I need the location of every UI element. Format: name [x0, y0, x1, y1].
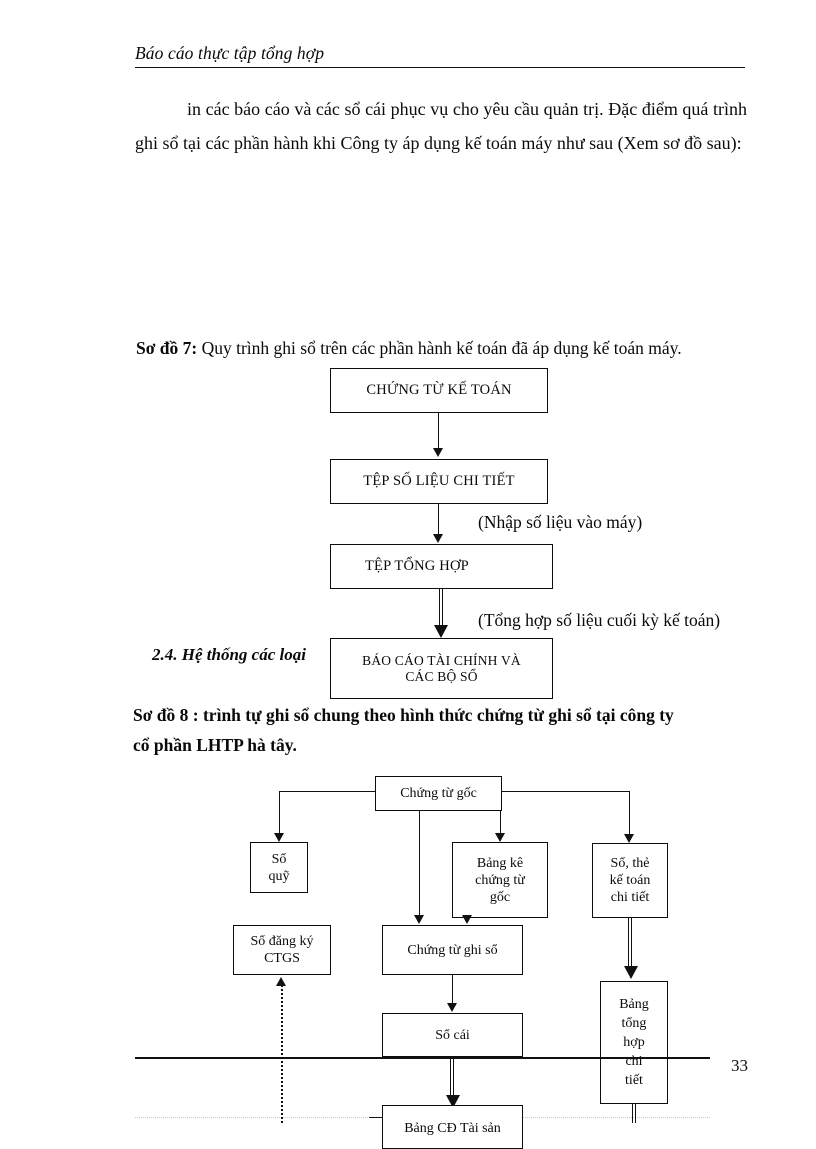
box-bao-cao-tai-chinh-line2: CÁC BỘ SỔ [405, 668, 478, 684]
box-tep-so-lieu-chi-tiet-label: TỆP SỐ LIỆU CHI TIẾT [363, 473, 515, 489]
box-tep-so-lieu-chi-tiet: TỆP SỐ LIỆU CHI TIẾT [330, 459, 548, 504]
arrow-ctg-to-ctgs [414, 915, 424, 924]
footer-rule [135, 1057, 710, 1059]
connector-ctkt-to-tsl [438, 413, 439, 449]
connector-ctg-right-horizontal [501, 791, 630, 792]
header-rule [135, 67, 745, 69]
connector-dotted-to-so-dang-ky [281, 985, 283, 1123]
box-bang-th-line5: tiết [625, 1073, 643, 1088]
box-so-quy-lines: Sổ quỹ [251, 851, 307, 885]
box-chung-tu-goc: Chứng từ gốc [375, 776, 502, 811]
connector-ctg-to-ctgs [419, 811, 420, 916]
box-so-cai: Sổ cái [382, 1013, 523, 1057]
box-so-the-lines: Sổ, thẻ kế toán chi tiết [593, 855, 667, 906]
caption-so-do-7: Sơ đồ 7: Quy trình ghi sổ trên các phần … [136, 333, 682, 363]
box-so-dang-ky-line1: Sổ đăng ký [250, 934, 314, 949]
box-so-cai-label: Sổ cái [435, 1027, 470, 1043]
arrow-tsl-to-tth [433, 534, 443, 543]
caption-so-do-8-line2: cổ phần LHTP hà tây. [133, 735, 297, 755]
box-chung-tu-ghi-so-label: Chứng từ ghi sổ [407, 942, 498, 958]
box-bang-cd-tai-san: Bảng CĐ Tài sản [382, 1105, 523, 1149]
caption-so-do-7-text: Quy trình ghi sổ trên các phần hành kế t… [197, 338, 682, 358]
box-so-quy-line1: Sổ [271, 851, 287, 867]
box-so-quy: Sổ quỹ [250, 842, 308, 893]
connector-so-the-to-bang-th [628, 918, 632, 968]
box-so-the-line1: Sổ, thẻ [610, 856, 650, 871]
box-bang-ke-lines: Bảng kê chứng từ gốc [453, 855, 547, 906]
paragraph-text: in các báo cáo và các sổ cái phục vụ cho… [135, 99, 747, 153]
box-bang-th-line2: tổng [621, 1016, 647, 1031]
box-bao-cao-tai-chinh-line1: BÁO CÁO TÀI CHÍNH VÀ [362, 652, 521, 668]
box-bang-ke-chung-tu-goc: Bảng kê chứng từ gốc [452, 842, 548, 918]
connector-bang-th-down [632, 1104, 636, 1123]
box-so-dang-ky-ctgs: Sổ đăng ký CTGS [233, 925, 331, 975]
box-bao-cao-tai-chinh-lines: BÁO CÁO TÀI CHÍNH VÀ CÁC BỘ SỔ [331, 653, 552, 685]
running-title: Báo cáo thực tập tổng hợp [135, 43, 325, 63]
box-bang-th-line1: Bảng [619, 997, 649, 1012]
caption-so-do-8: Sơ đồ 8 : trình tự ghi sổ chung theo hìn… [133, 700, 748, 760]
box-so-quy-line2: quỹ [268, 868, 290, 884]
arrow-ctkt-to-tsl [433, 448, 443, 457]
connector-stub-to-bang-cd [369, 1117, 383, 1118]
arrow-ctgs-to-so-cai [447, 1003, 457, 1012]
box-bang-th-line3: hợp [623, 1035, 645, 1050]
annotation-nhap-so-lieu: (Nhập số liệu vào máy) [478, 512, 643, 532]
box-bang-tong-hop-chi-tiet: Bảng tổng hợp chi tiết [600, 981, 668, 1104]
box-chung-tu-ghi-so: Chứng từ ghi sổ [382, 925, 523, 975]
section-heading-2-4: 2.4. Hệ thống các loại [152, 645, 306, 664]
box-so-the-line3: chi tiết [610, 890, 650, 905]
annotation-tong-hop-cuoi-ky: (Tổng hợp số liệu cuối kỳ kế toán) [478, 610, 721, 630]
box-chung-tu-ke-toan: CHỨNG TỪ KẾ TOÁN [330, 368, 548, 413]
arrow-bang-ke-to-ctgs [462, 915, 472, 924]
box-tep-tong-hop-label: TỆP TỔNG HỢP [365, 558, 469, 574]
arrow-so-cai-to-bang-cd [446, 1095, 460, 1108]
connector-tth-to-bctc [439, 589, 443, 628]
box-tep-tong-hop: TỆP TỔNG HỢP [330, 544, 553, 589]
connector-so-cai-to-bang-cd [450, 1057, 454, 1098]
caption-so-do-7-label: Sơ đồ 7: [136, 338, 198, 358]
connector-tsl-to-tth [438, 504, 439, 535]
box-so-dang-ky-line2: CTGS [264, 951, 300, 966]
arrow-ctg-to-so-the [624, 834, 634, 843]
caption-so-do-8-line1: Sơ đồ 8 : trình tự ghi sổ chung theo hìn… [133, 705, 674, 725]
connector-ctg-to-so-quy [279, 791, 280, 835]
box-bang-ke-line3: gốc [489, 889, 511, 905]
box-bang-th-lines: Bảng tổng hợp chi tiết [601, 995, 667, 1090]
document-header: Báo cáo thực tập tổng hợp [135, 43, 745, 69]
box-bang-ke-line1: Bảng kê [476, 855, 524, 871]
arrow-dotted-to-so-dang-ky [276, 977, 286, 986]
box-bang-cd-tai-san-label: Bảng CĐ Tài sản [404, 1120, 501, 1136]
connector-ctg-to-so-the [629, 791, 630, 836]
arrow-tth-to-bctc [434, 625, 448, 638]
box-so-the-ke-toan-chi-tiet: Sổ, thẻ kế toán chi tiết [592, 843, 668, 918]
box-bang-ke-line2: chứng từ [475, 872, 525, 888]
body-paragraph: in các báo cáo và các sổ cái phục vụ cho… [135, 92, 747, 160]
box-so-dang-ky-lines: Sổ đăng ký CTGS [234, 933, 330, 967]
connector-ctgs-to-so-cai [452, 975, 453, 1005]
box-chung-tu-goc-label: Chứng từ gốc [400, 786, 477, 801]
connector-ctg-left-horizontal [279, 791, 376, 792]
connector-ctg-to-bang-ke [500, 811, 501, 835]
arrow-ctg-to-so-quy [274, 833, 284, 842]
box-so-the-line2: kế toán [609, 873, 651, 888]
arrow-so-the-to-bang-th [624, 966, 638, 979]
page-number: 33 [731, 1056, 748, 1075]
box-chung-tu-ke-toan-label: CHỨNG TỪ KẾ TOÁN [366, 382, 512, 398]
box-bao-cao-tai-chinh: BÁO CÁO TÀI CHÍNH VÀ CÁC BỘ SỔ [330, 638, 553, 699]
arrow-ctg-to-bang-ke [495, 833, 505, 842]
